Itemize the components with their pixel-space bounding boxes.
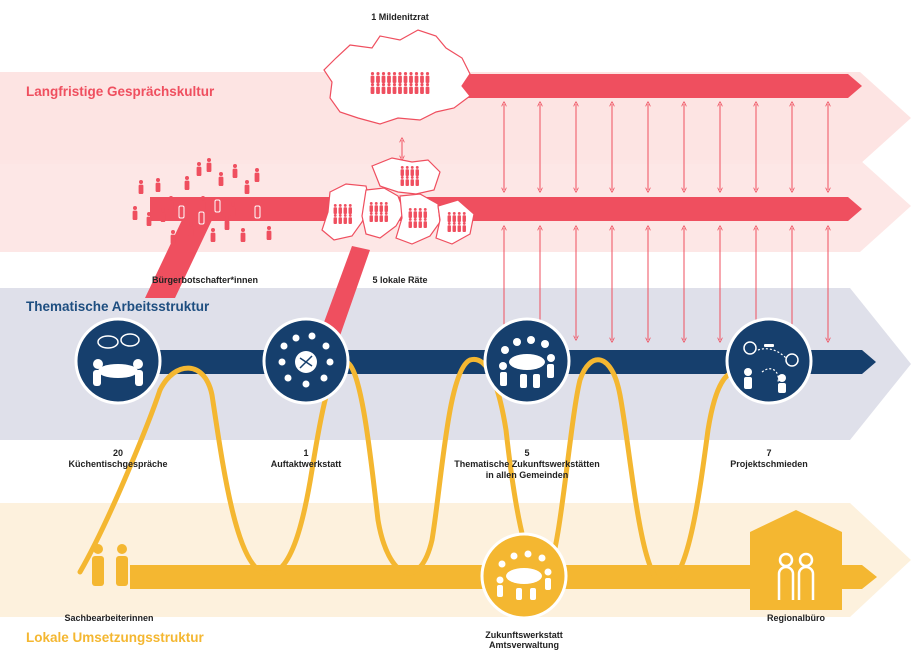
auftakt-count: 1 [303,448,309,458]
sachbearbeiter-label: Sachbearbeiterinnen [64,613,154,623]
mildenitzrat-map-icon [323,29,471,125]
projekt-label: Projektschmieden [730,459,808,469]
zukunft-label-2: Amtsverwaltung [488,640,559,650]
buergerbotschafter-outline-icons [178,199,261,225]
buergerbotschafter-label: Bürgerbotschafter*innen [151,275,258,285]
exchange-arrows-lower [504,228,828,340]
sachbearbeiterinnen-icon [92,544,128,586]
thematische-label-2: in allen Gemeinden [485,470,569,480]
kuechentisch-count: 20 [112,448,123,458]
lokale-raete-label: 5 lokale Räte [372,275,428,285]
band-title-langfristig: Langfristige Gesprächskultur [26,84,215,99]
kuechentisch-icon [74,317,162,405]
lokale-raete-map-icon [321,157,475,245]
auftakt-label: Auftaktwerkstatt [270,459,342,469]
kuechentisch-label: Küchentischgespräche [68,459,168,469]
zukunftswerkstaetten-icon [483,317,571,405]
zukunftswerkstatt-amtsverwaltung-icon [480,532,568,620]
exchange-arrows-upper [402,104,828,190]
projekt-count: 7 [766,448,772,458]
regionalbuero-label: Regionalbüro [767,613,825,623]
projektschmieden-icon [725,317,813,405]
regionalbuero-house-icon [750,510,842,610]
red-connector-left [145,220,212,298]
band-title-thematisch: Thematische Arbeitsstruktur [26,299,210,314]
upper-red-arrow [460,74,862,98]
zukunft-label-1: Zukunftswerkstatt [485,630,563,640]
thematische-count: 5 [524,448,530,458]
red-connector-right [316,246,370,350]
auftaktwerkstatt-icon [262,317,350,405]
thematische-label-1: Thematische Zukunftswerkstätten [454,459,600,469]
lower-red-arrow [150,197,862,221]
mildenitzrat-label: 1 Mildenitzrat [371,12,429,22]
band-title-lokal: Lokale Umsetzungsstruktur [26,630,204,645]
